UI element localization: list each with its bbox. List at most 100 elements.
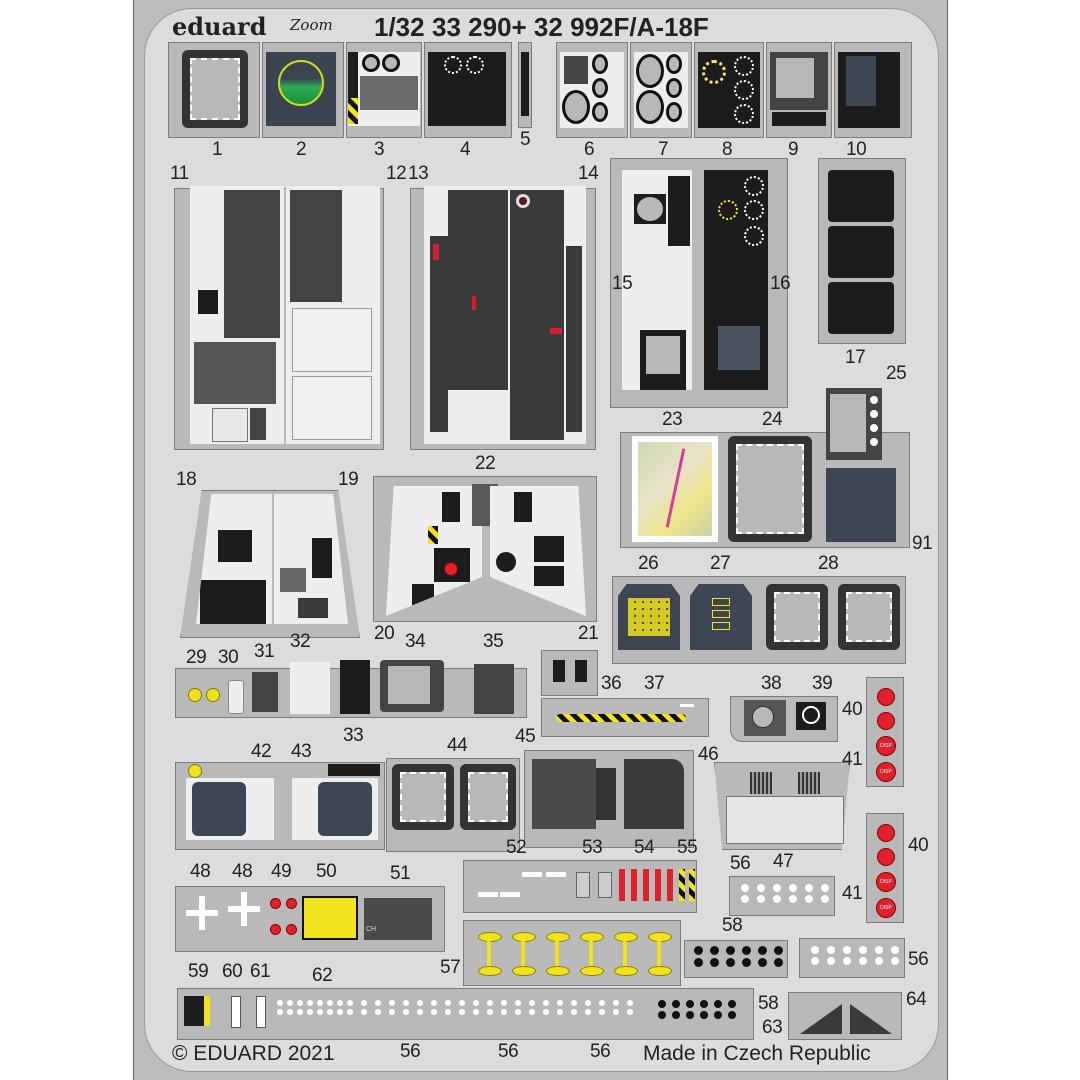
toggle-switch-white[interactable]	[891, 957, 899, 965]
part-25-display[interactable]	[826, 388, 882, 460]
part-30-switch[interactable]	[228, 680, 244, 714]
part-52-lever-d[interactable]	[546, 872, 566, 877]
part-42-light[interactable]	[188, 764, 202, 778]
part-45-panel[interactable]	[532, 759, 596, 829]
part-61-strip[interactable]	[256, 996, 266, 1028]
part-41-disp-button-d[interactable]: DISP	[876, 898, 896, 918]
part-13-console[interactable]	[424, 186, 508, 444]
part-10-panel[interactable]	[838, 52, 900, 128]
part-43-strip[interactable]	[328, 764, 380, 776]
toggle-switch-white[interactable]	[613, 1009, 619, 1015]
toggle-switch-white[interactable]	[431, 1009, 437, 1015]
toggle-switch-white[interactable]	[773, 884, 781, 892]
toggle-switch-white[interactable]	[487, 1009, 493, 1015]
part-54-red-bar-c[interactable]	[643, 869, 649, 901]
toggle-switch-white[interactable]	[317, 1009, 323, 1015]
part-54-red-bar-d[interactable]	[655, 869, 661, 901]
part-45-switches[interactable]	[596, 768, 616, 820]
toggle-switch-white[interactable]	[389, 1009, 395, 1015]
part-9-display[interactable]	[770, 52, 828, 110]
toggle-switch-white[interactable]	[445, 1009, 451, 1015]
part-15-panel[interactable]	[622, 170, 692, 390]
part-35-buttons[interactable]	[474, 664, 514, 714]
part-44-mfd-left[interactable]	[392, 764, 454, 830]
toggle-switch-white[interactable]	[859, 946, 867, 954]
toggle-switch-white[interactable]	[417, 1000, 423, 1006]
toggle-switch-white[interactable]	[811, 957, 819, 965]
handle-base[interactable]	[614, 966, 638, 976]
part-40-button-c[interactable]	[877, 824, 895, 842]
part-49-light-b[interactable]	[286, 898, 297, 909]
toggle-switch-white[interactable]	[557, 1000, 563, 1006]
toggle-switch-white[interactable]	[627, 1009, 633, 1015]
toggle-switch-black[interactable]	[672, 1000, 680, 1008]
toggle-switch-white[interactable]	[827, 957, 835, 965]
toggle-switch-white[interactable]	[375, 1009, 381, 1015]
part-51-handles[interactable]: CH	[364, 898, 432, 940]
toggle-switch-white[interactable]	[843, 946, 851, 954]
toggle-switch-white[interactable]	[307, 1009, 313, 1015]
toggle-switch-black[interactable]	[728, 1011, 736, 1019]
toggle-switch-white[interactable]	[389, 1000, 395, 1006]
toggle-switch-white[interactable]	[757, 895, 765, 903]
part-53-switch-b[interactable]	[598, 872, 612, 898]
toggle-switch-white[interactable]	[375, 1000, 381, 1006]
toggle-switch-white[interactable]	[459, 1009, 465, 1015]
part-41-disp-button-c[interactable]: DISP	[876, 872, 896, 892]
toggle-switch-black[interactable]	[710, 958, 719, 967]
part-40-button-a[interactable]	[877, 688, 895, 706]
toggle-switch-black[interactable]	[758, 958, 767, 967]
part-11-console[interactable]	[190, 186, 284, 444]
toggle-switch-white[interactable]	[773, 895, 781, 903]
part-5-strip[interactable]	[521, 52, 529, 116]
toggle-switch-black[interactable]	[758, 946, 767, 955]
part-23-map-display[interactable]	[632, 436, 718, 542]
toggle-switch-white[interactable]	[585, 1009, 591, 1015]
toggle-switch-white[interactable]	[789, 884, 797, 892]
part-29-light-b[interactable]	[206, 688, 220, 702]
toggle-switch-white[interactable]	[297, 1009, 303, 1015]
toggle-switch-white[interactable]	[487, 1000, 493, 1006]
toggle-switch-black[interactable]	[700, 1011, 708, 1019]
part-59-placard[interactable]	[184, 996, 210, 1026]
part-17-panel-a[interactable]	[828, 170, 894, 222]
part-54-red-bar-a[interactable]	[619, 869, 625, 901]
toggle-switch-white[interactable]	[557, 1009, 563, 1015]
part-38-bracket[interactable]	[744, 700, 786, 736]
toggle-switch-white[interactable]	[757, 884, 765, 892]
handle-base[interactable]	[546, 966, 570, 976]
handle-base[interactable]	[478, 966, 502, 976]
toggle-switch-white[interactable]	[627, 1000, 633, 1006]
part-36-switch-a[interactable]	[553, 660, 565, 682]
toggle-switch-white[interactable]	[859, 957, 867, 965]
part-46-panel[interactable]	[624, 759, 684, 829]
toggle-switch-white[interactable]	[875, 946, 883, 954]
toggle-switch-white[interactable]	[297, 1000, 303, 1006]
part-54-red-bar-b[interactable]	[631, 869, 637, 901]
part-7-gauge-panel[interactable]	[634, 52, 688, 128]
part-17-panel-b[interactable]	[828, 226, 894, 278]
toggle-switch-white[interactable]	[515, 1000, 521, 1006]
toggle-switch-black[interactable]	[726, 958, 735, 967]
toggle-switch-black[interactable]	[694, 958, 703, 967]
part-9-keypad[interactable]	[772, 112, 826, 126]
toggle-switch-white[interactable]	[571, 1000, 577, 1006]
toggle-switch-white[interactable]	[741, 895, 749, 903]
toggle-switch-white[interactable]	[821, 895, 829, 903]
part-17-panel-c[interactable]	[828, 282, 894, 334]
part-36-switch-b[interactable]	[575, 660, 587, 682]
toggle-switch-white[interactable]	[529, 1009, 535, 1015]
toggle-switch-white[interactable]	[805, 895, 813, 903]
part-33-placard[interactable]	[340, 660, 370, 714]
part-28-mfd-right[interactable]	[838, 584, 900, 650]
part-8-standby-instruments[interactable]	[698, 52, 760, 128]
toggle-switch-white[interactable]	[403, 1000, 409, 1006]
part-55-bar-a[interactable]	[679, 869, 685, 901]
part-55-bar-b[interactable]	[689, 869, 695, 901]
toggle-switch-black[interactable]	[726, 946, 735, 955]
part-3-panel[interactable]	[348, 52, 420, 126]
part-47-panel[interactable]	[726, 796, 844, 844]
toggle-switch-white[interactable]	[599, 1009, 605, 1015]
toggle-switch-white[interactable]	[613, 1000, 619, 1006]
part-40-button-b[interactable]	[877, 712, 895, 730]
